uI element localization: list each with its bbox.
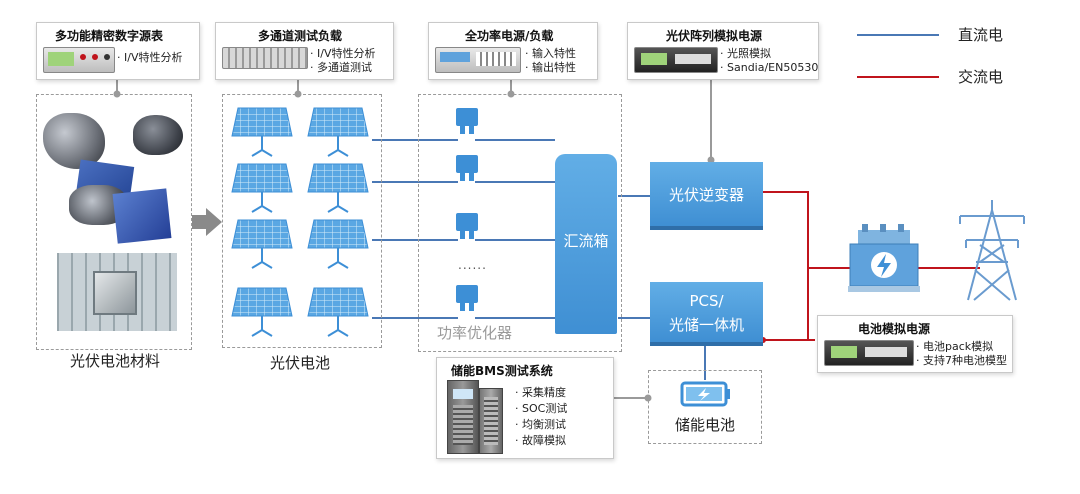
pv-simulator-bullet-2: · Sandia/EN50530 (720, 61, 819, 74)
arrow-icon (192, 208, 222, 236)
dc-legend-line (857, 34, 939, 36)
power-supply-load-title: 全功率电源/负载 (465, 29, 554, 43)
solar-panel-icons (231, 107, 369, 337)
battery-icon (680, 381, 730, 407)
battery-simulator-bullet-1: · 电池pack模拟 (916, 340, 994, 353)
silicon-ore-image-2 (133, 115, 183, 155)
multichannel-load-title: 多通道测试负载 (258, 29, 343, 43)
bms-system-card: 储能BMS测试系统 · 采集精度 · SOC测试 · 均衡测试 · 故障模拟 (436, 357, 614, 459)
pv-simulator-bullet-1: · 光照模拟 (720, 47, 771, 60)
ac-legend-label: 交流电 (958, 68, 1004, 86)
transformer-icon (848, 224, 920, 292)
battery-simulator-device-image (824, 340, 914, 366)
combiner-label: 汇流箱 (563, 232, 609, 250)
battery-simulator-title: 电池模拟电源 (858, 322, 931, 336)
inverter-base (650, 226, 763, 230)
bms-rack-image-2 (479, 388, 503, 454)
source-meter-bullet-1: · I/V特性分析 (117, 51, 183, 64)
power-supply-load-bullet-2: · 输出特性 (525, 61, 576, 74)
bms-bullet-1: · 采集精度 (515, 386, 566, 399)
optimizer-units (456, 108, 478, 311)
cells-section (222, 94, 382, 348)
optimizer-ellipsis: ...... (458, 258, 487, 272)
dc-legend-label: 直流电 (958, 26, 1004, 44)
storage-section (648, 370, 762, 444)
materials-label: 光伏电池材料 (70, 352, 161, 370)
bms-bullet-2: · SOC测试 (515, 402, 568, 415)
battery-simulator-card: 电池模拟电源 · 电池pack模拟 · 支持7种电池模型 (817, 315, 1013, 373)
cells-label: 光伏电池 (270, 354, 331, 372)
battery-simulator-bullet-2: · 支持7种电池模型 (916, 354, 1007, 367)
storage-label: 储能电池 (675, 416, 736, 434)
transmission-tower-icon (959, 200, 1025, 301)
power-supply-load-device-image (435, 47, 521, 73)
inverter-box: 光伏逆变器 (650, 162, 763, 226)
pcs-base (650, 342, 763, 346)
source-meter-title: 多功能精密数字源表 (55, 29, 164, 43)
pv-simulator-title: 光伏阵列模拟电源 (666, 29, 763, 43)
inverter-label: 光伏逆变器 (668, 186, 744, 204)
multichannel-load-bullet-2: · 多通道测试 (310, 61, 372, 74)
source-meter-device-image (43, 47, 115, 73)
source-meter-card: 多功能精密数字源表 · I/V特性分析 (36, 22, 200, 80)
optimizer-section (418, 94, 622, 352)
wafer-closeup-image (57, 253, 177, 331)
power-supply-load-bullet-1: · 输入特性 (525, 47, 576, 60)
silicon-ore-image-1 (43, 113, 105, 169)
optimizer-label: 功率优化器 (437, 324, 513, 342)
bms-rack-image-1 (447, 380, 479, 454)
pcs-label-line-1: PCS/ (689, 292, 724, 310)
materials-section (36, 94, 192, 350)
power-supply-load-card: 全功率电源/负载 · 输入特性 · 输出特性 (428, 22, 598, 80)
pcs-label-line-2: 光储一体机 (668, 316, 744, 334)
pcs-box: PCS/ 光储一体机 (650, 282, 763, 342)
ac-legend-line (857, 76, 939, 78)
multichannel-load-card: 多通道测试负载 · I/V特性分析 · 多通道测试 (215, 22, 394, 80)
bms-bullet-3: · 均衡测试 (515, 418, 566, 431)
bms-system-title: 储能BMS测试系统 (451, 364, 553, 378)
dc-wires (372, 139, 706, 380)
multichannel-load-device-image (222, 47, 308, 69)
bms-bullet-4: · 故障模拟 (515, 434, 566, 447)
pv-simulator-card: 光伏阵列模拟电源 · 光照模拟 · Sandia/EN50530 (627, 22, 819, 80)
pv-simulator-device-image (634, 47, 718, 73)
multichannel-load-bullet-1: · I/V特性分析 (310, 47, 376, 60)
combiner-box: 汇流箱 (555, 154, 617, 334)
